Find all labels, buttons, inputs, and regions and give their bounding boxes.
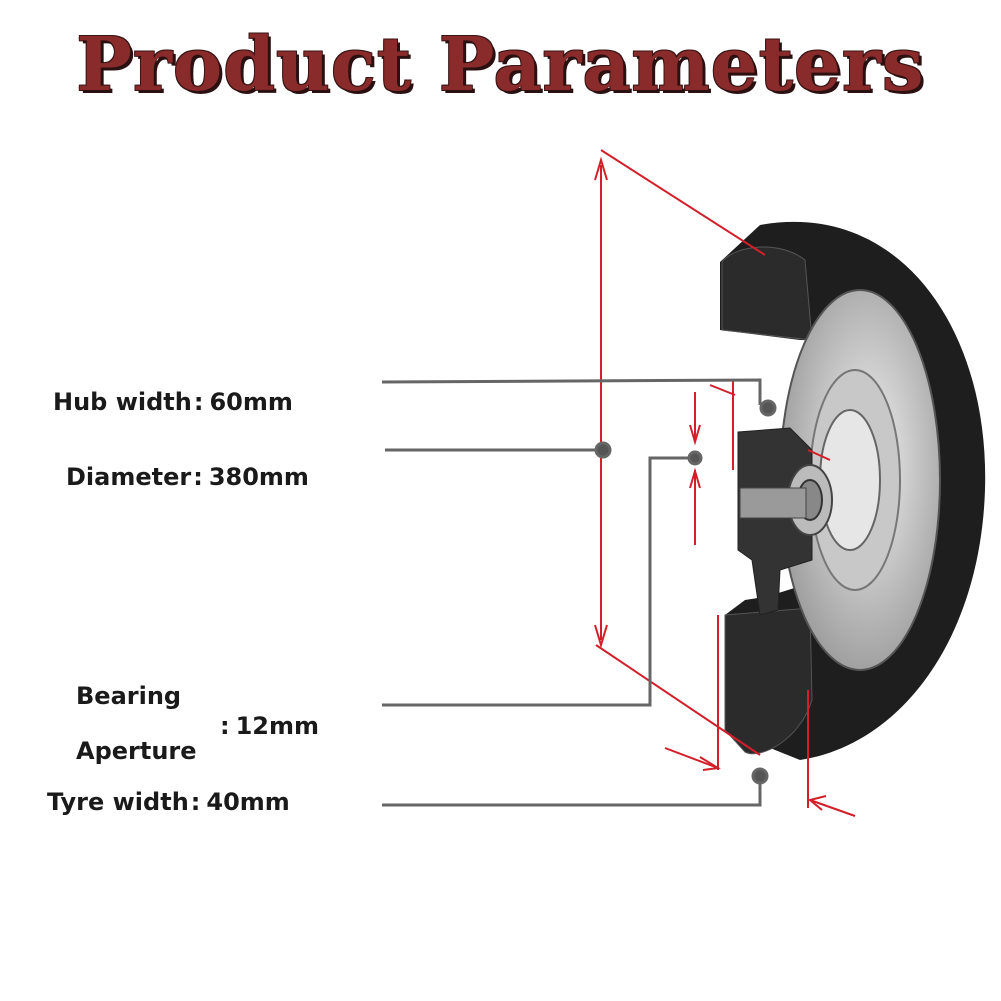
tyre-width-sep: :: [190, 788, 201, 816]
dimension-lines: [594, 149, 856, 817]
diameter-name: Diameter: [66, 463, 192, 491]
bearing-aperture-name-line1: Bearing: [76, 682, 182, 710]
diameter-value: 380mm: [208, 463, 309, 491]
tyre-body: [720, 221, 986, 760]
tyre-width-value: 40mm: [206, 788, 290, 816]
page-title: Product Parameters: [76, 22, 925, 108]
diameter-label: Diameter:380mm: [66, 463, 309, 491]
bearing-aperture-value: 12mm: [235, 712, 320, 740]
bearing-aperture-sep: :: [220, 712, 230, 740]
hub-width-value: 60mm: [209, 388, 293, 416]
bearing-aperture-name-line2: Aperture: [76, 737, 197, 765]
diameter-sep: :: [193, 463, 203, 491]
tyre-width-label: Tyre width:40mm: [47, 788, 290, 816]
bearing-aperture-value-group: :12mm: [218, 712, 319, 740]
tyre-width-name: Tyre width: [47, 788, 189, 816]
leader-lines: [381, 378, 777, 807]
hub-width-name: Hub width: [53, 388, 192, 416]
hub-width-label: Hub width:60mm: [53, 388, 293, 416]
hub-width-sep: :: [193, 388, 204, 416]
